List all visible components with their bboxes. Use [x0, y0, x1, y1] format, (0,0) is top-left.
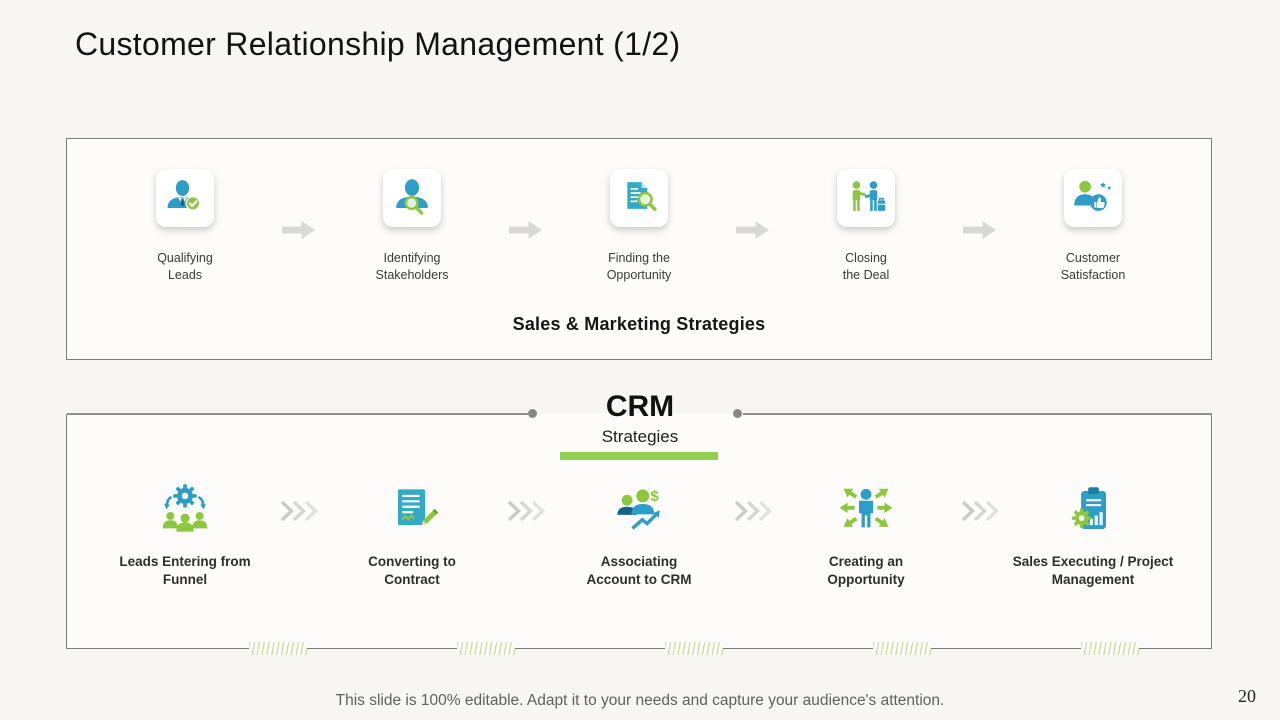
crm-subtitle: Strategies: [601, 427, 679, 446]
crm-underline: [560, 452, 718, 460]
step-label-line: Leads: [167, 267, 203, 282]
step-label-line: Stakeholders: [375, 267, 449, 282]
flow-arrow: [956, 169, 1003, 243]
icon-holder: [1003, 484, 1183, 538]
crm-panel: Leads Entering from Funnel: [66, 414, 1212, 655]
step-identifying-stakeholders: Identifying Stakeholders: [322, 169, 502, 284]
icon-card: [156, 169, 214, 227]
step-label-line: Satisfaction: [1060, 267, 1126, 282]
right-arrow-icon: [962, 221, 996, 239]
identifying-stakeholders-icon: [396, 179, 428, 215]
hatch-decoration: [873, 642, 931, 655]
step-label: Converting to Contract: [322, 553, 502, 588]
icon-holder: [776, 484, 956, 538]
right-arrow-icon: [281, 221, 315, 239]
triple-chevron-icon: [734, 500, 772, 522]
triple-chevron-icon: [507, 500, 545, 522]
step-label: Qualifying Leads: [95, 250, 275, 284]
step-leads-entering-funnel: Leads Entering from Funnel: [95, 484, 275, 588]
step-label-line: Creating an: [828, 554, 904, 569]
page-number: 20: [1238, 686, 1256, 706]
crm-connector-dot-left: [528, 409, 537, 418]
step-label: Customer Satisfaction: [1003, 250, 1183, 284]
step-label-line: Contract: [384, 571, 440, 587]
step-label-line: Closing: [845, 251, 887, 265]
step-label-line: Sales Executing / Project: [1012, 554, 1174, 569]
flow-arrow: [729, 169, 776, 243]
step-label-line: Customer: [1065, 251, 1121, 265]
crm-title: CRM: [605, 390, 675, 423]
step-label: Creating an Opportunity: [776, 553, 956, 588]
crm-flow: Leads Entering from Funnel: [67, 414, 1211, 588]
associating-account-crm-icon: $: [617, 488, 660, 530]
step-finding-opportunity: Finding the Opportunity: [549, 169, 729, 284]
sales-marketing-caption: Sales & Marketing Strategies: [512, 314, 766, 334]
qualifying-leads-icon: [167, 180, 201, 211]
icon-card: [1064, 169, 1122, 227]
triple-chevron-icon: [961, 500, 999, 522]
icon-card: [837, 169, 895, 227]
sales-executing-icon: [1071, 487, 1106, 529]
flow-chevrons: [502, 484, 549, 522]
step-label-line: the Deal: [842, 267, 890, 282]
hatch-decoration: [1081, 642, 1139, 655]
leads-entering-funnel-icon: [162, 484, 208, 532]
finding-opportunity-icon: [627, 182, 657, 211]
hatch-decoration: [457, 642, 515, 655]
step-label: Finding the Opportunity: [549, 250, 729, 284]
crm-connector-line-left: [67, 413, 528, 415]
step-label-line: Account to CRM: [586, 571, 692, 587]
step-label-line: Leads Entering from: [119, 554, 251, 569]
converting-to-contract-icon: [397, 489, 438, 526]
svg-text:$: $: [650, 488, 659, 505]
step-label: Identifying Stakeholders: [322, 250, 502, 284]
step-closing-deal: Closing the Deal: [776, 169, 956, 284]
crm-connector-dot-right: [733, 409, 742, 418]
editable-note: This slide is 100% editable. Adapt it to…: [335, 692, 945, 709]
step-label: Leads Entering from Funnel: [95, 553, 275, 588]
flow-arrow: [502, 169, 549, 243]
step-sales-executing: Sales Executing / Project Management: [1003, 484, 1183, 588]
step-label-line: Management: [1051, 571, 1135, 587]
hatch-decoration: [249, 642, 307, 655]
step-label-line: Associating: [600, 554, 678, 569]
step-label: Associating Account to CRM: [549, 553, 729, 588]
step-label: Sales Executing / Project Management: [1003, 553, 1183, 588]
step-customer-satisfaction: Customer Satisfaction: [1003, 169, 1183, 284]
crm-connector-line-right: [743, 413, 1212, 415]
triple-chevron-icon: [280, 500, 318, 522]
right-arrow-icon: [735, 221, 769, 239]
flow-chevrons: [729, 484, 776, 522]
step-label: Closing the Deal: [776, 250, 956, 284]
creating-opportunity-icon: [840, 488, 892, 528]
step-label-line: Identifying: [383, 251, 441, 265]
closing-deal-icon: [852, 181, 886, 211]
flow-chevrons: [275, 484, 322, 522]
step-label-line: Converting to: [368, 554, 456, 569]
step-label-line: Qualifying: [157, 251, 213, 265]
icon-holder: [322, 484, 502, 538]
icon-card: [610, 169, 668, 227]
sales-marketing-panel: Qualifying Leads: [66, 138, 1212, 360]
step-label-line: Funnel: [162, 571, 208, 587]
slide-title: Customer Relationship Management (1/2): [75, 26, 681, 62]
right-arrow-icon: [508, 221, 542, 239]
icon-holder: [95, 484, 275, 538]
customer-satisfaction-icon: [1074, 180, 1112, 211]
step-creating-opportunity: Creating an Opportunity: [776, 484, 956, 588]
flow-arrow: [275, 169, 322, 243]
step-label-line: Opportunity: [606, 267, 672, 282]
step-label-line: Opportunity: [827, 571, 905, 587]
sales-marketing-flow: Qualifying Leads: [67, 139, 1211, 284]
step-converting-to-contract: Converting to Contract: [322, 484, 502, 588]
step-associating-account-crm: $ Associating Account to CRM: [549, 484, 729, 588]
hatch-decoration: [665, 642, 723, 655]
step-qualifying-leads: Qualifying Leads: [95, 169, 275, 284]
flow-chevrons: [956, 484, 1003, 522]
step-label-line: Finding the: [608, 251, 670, 265]
icon-holder: $: [549, 484, 729, 538]
icon-card: [383, 169, 441, 227]
